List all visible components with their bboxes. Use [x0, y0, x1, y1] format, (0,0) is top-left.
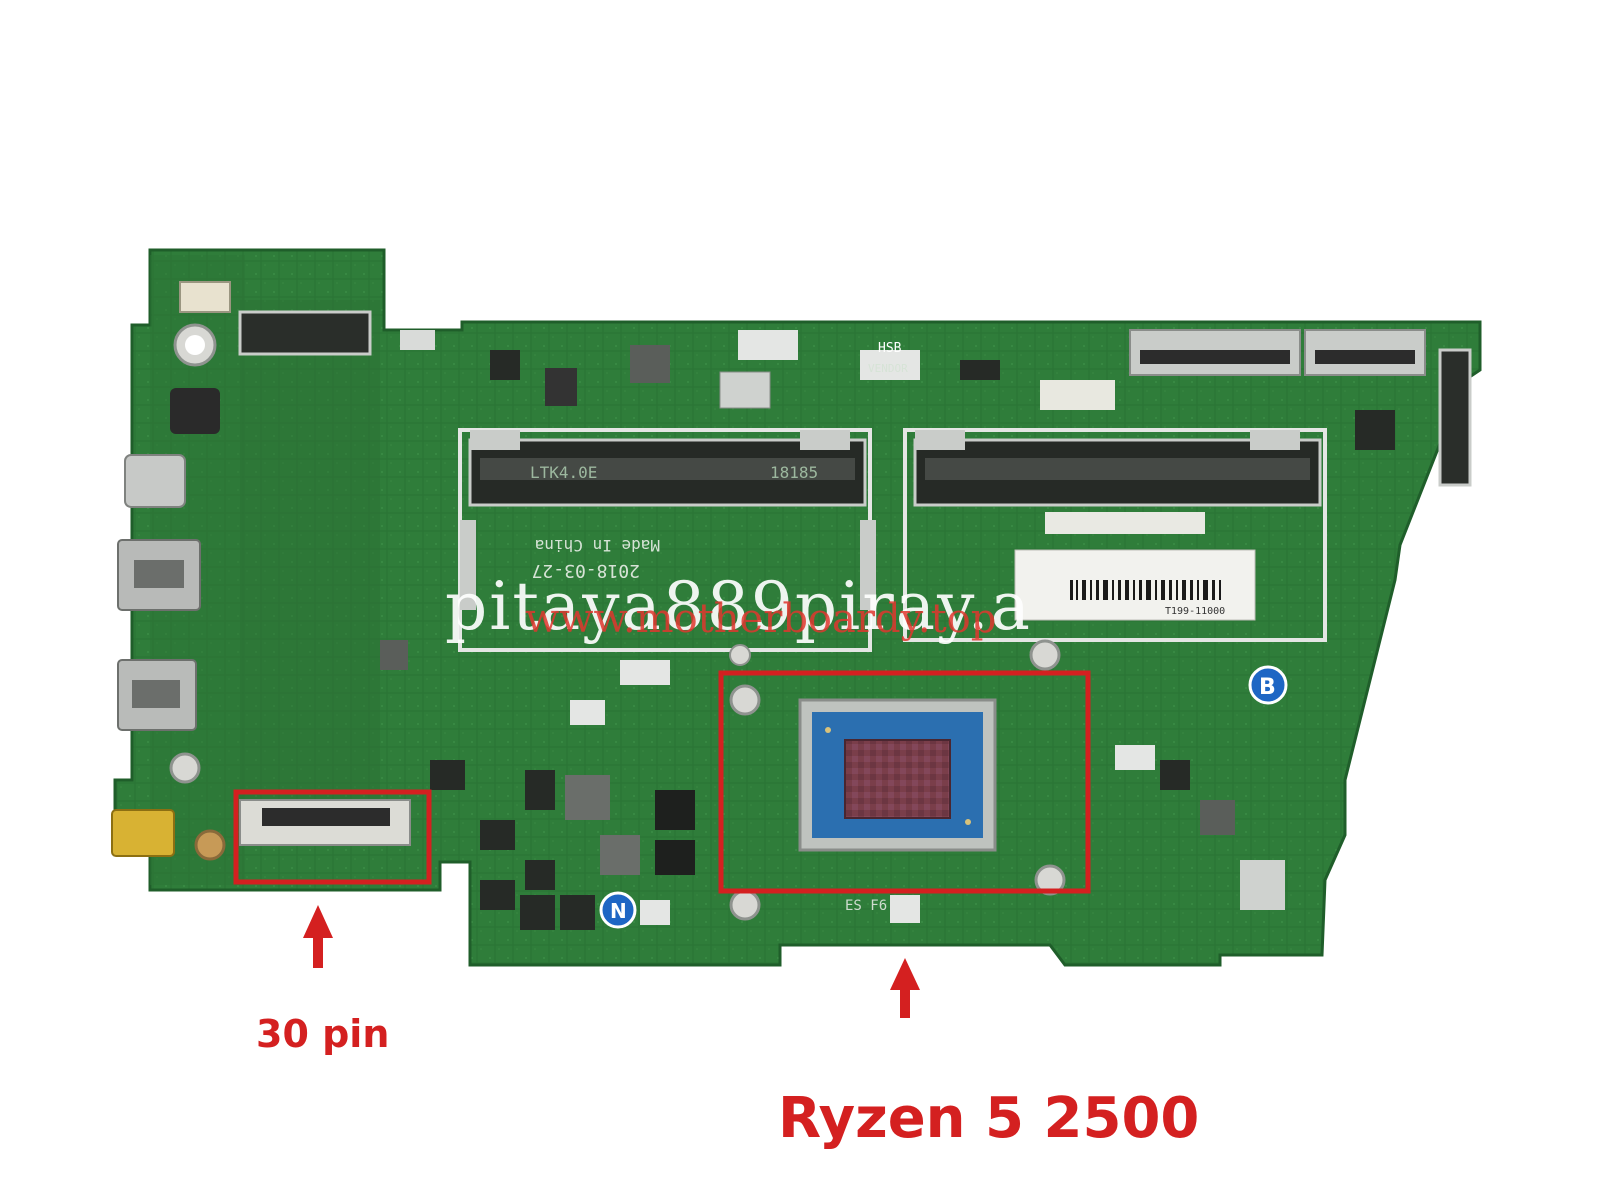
screw-hole-icon [1029, 639, 1061, 671]
left-ports [111, 281, 231, 857]
up-arrow-icon [890, 958, 920, 1018]
sticker-code: T199-11000 [1165, 606, 1225, 617]
m2-wifi-connector [238, 310, 372, 356]
top-components [400, 329, 1472, 487]
battery-connector [179, 281, 231, 313]
sticker-b: B [1248, 665, 1288, 705]
audio-jack [170, 388, 220, 434]
screw-hole-icon [729, 684, 761, 716]
bottom-marking: ES F6 [845, 898, 887, 914]
display-connector [194, 799, 411, 861]
ram-slot-1 [458, 428, 876, 652]
vendor-marking: VENDOR [868, 362, 908, 375]
svg-text:N: N [610, 899, 627, 923]
hsb-marking: HSB [878, 341, 902, 356]
ssd-connector [1438, 348, 1472, 487]
up-arrow-icon [303, 905, 333, 968]
usb-c-port [124, 454, 186, 508]
made-in-marking: Made In China [535, 536, 660, 555]
connector-label: 30 pin [256, 1012, 390, 1056]
date-code-marking: 2018-03-27 [532, 560, 640, 581]
b-sticker-icon [1248, 665, 1288, 705]
screw-hole-icon [729, 644, 751, 666]
power-components [380, 640, 1285, 930]
cpu-die [844, 739, 951, 819]
screw-hole-icon [169, 752, 201, 784]
n-sticker-icon [599, 891, 637, 929]
cpu-mount-holes [729, 639, 1066, 921]
sticker-n: N [599, 891, 637, 929]
ram-slot-1-marking: LTK4.0E [530, 463, 597, 482]
cpu-package [798, 698, 997, 852]
ram-slot-1-code: 18185 [770, 463, 818, 482]
svg-text:B: B [1259, 675, 1276, 700]
ram-slot-2 [903, 428, 1327, 642]
screw-hole-icon [729, 889, 761, 921]
cpu-label: Ryzen 5 2500 [778, 1086, 1200, 1151]
dc-power-jack [111, 809, 175, 857]
connector-highlight-box [233, 789, 432, 885]
screw-hole-icon [1034, 864, 1066, 896]
cpu-highlight-box [718, 670, 1091, 894]
